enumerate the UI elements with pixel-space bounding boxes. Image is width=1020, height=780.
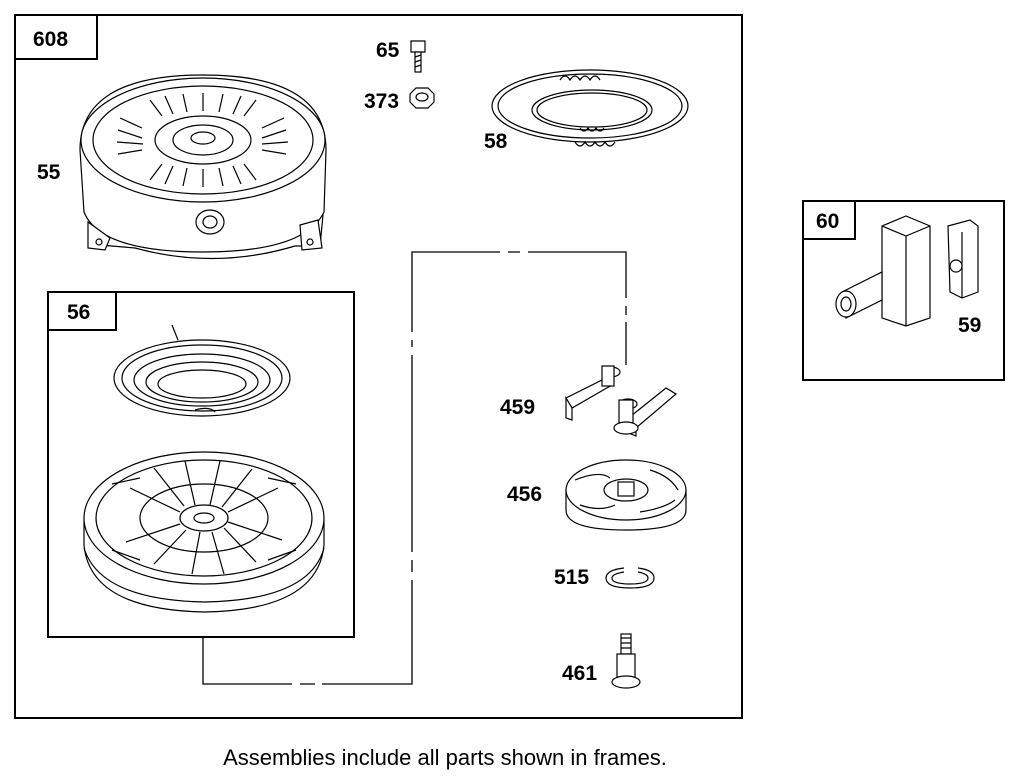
starter-dogs-drawing	[565, 365, 678, 437]
assembly-frame-60	[802, 200, 1005, 381]
nut-drawing	[409, 87, 435, 109]
leader-line	[202, 251, 627, 685]
part-label-65: 65	[376, 39, 400, 62]
frame-label-box-56	[47, 291, 117, 331]
starter-rope-drawing	[491, 69, 689, 147]
frame-label-60: 60	[816, 210, 839, 233]
recoil-spring-drawing	[113, 324, 291, 417]
assembly-frame-56	[47, 291, 355, 638]
part-label-373: 373	[364, 90, 399, 113]
frame-label-56: 56	[67, 301, 90, 324]
retainer-drawing	[565, 459, 687, 531]
part-label-59: 59	[958, 314, 981, 337]
frame-label-box-60	[802, 200, 856, 240]
part-label-55: 55	[37, 161, 61, 184]
screw-drawing	[611, 633, 641, 689]
pulley-drawing	[83, 451, 325, 613]
part-label-456: 456	[507, 483, 542, 506]
frame-label-608: 608	[33, 28, 68, 51]
part-label-58: 58	[484, 130, 508, 153]
assembly-frame-608	[14, 14, 743, 719]
part-label-515: 515	[554, 566, 589, 589]
part-label-461: 461	[562, 662, 597, 685]
diagram-caption: Assemblies include all parts shown in fr…	[223, 745, 667, 770]
part-label-459: 459	[500, 396, 535, 419]
bolt-drawing	[410, 40, 426, 73]
frame-label-box-608	[14, 14, 98, 60]
starter-grip-drawing	[835, 215, 979, 327]
rewind-housing-drawing	[79, 74, 327, 260]
retaining-ring-drawing	[605, 567, 655, 589]
